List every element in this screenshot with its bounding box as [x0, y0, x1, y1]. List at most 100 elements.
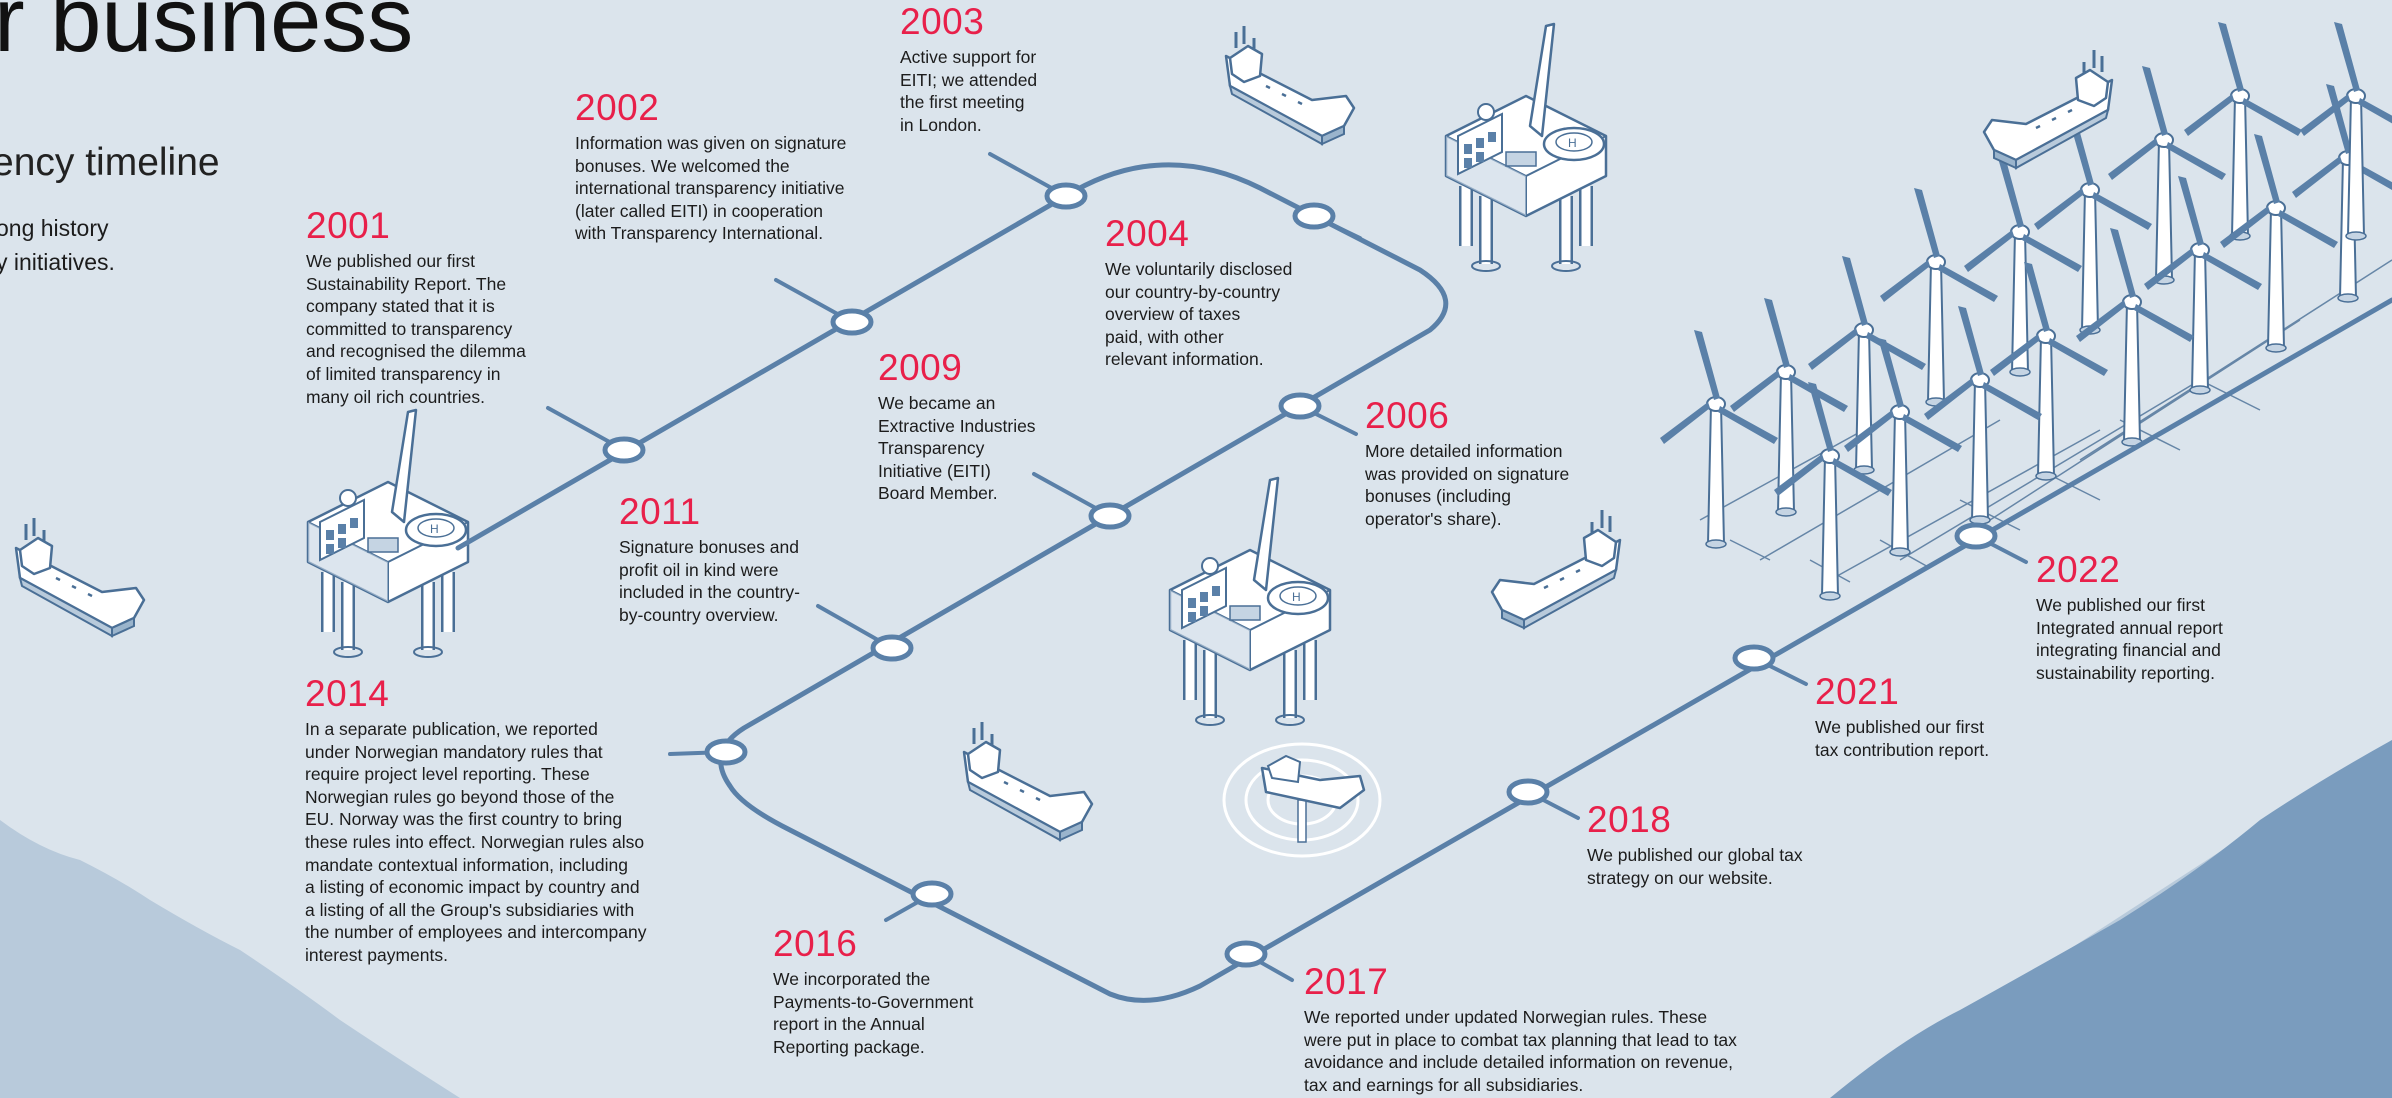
milestone-line: More detailed information	[1365, 441, 1563, 461]
supply-ship-icon	[1224, 24, 1356, 146]
milestone-line: a listing of economic impact by country …	[305, 877, 640, 898]
milestone-line: avoidance and include detailed informati…	[1304, 1052, 1734, 1073]
milestone-year: 2004	[1105, 213, 1190, 254]
milestone-year: 2001	[306, 205, 391, 246]
page-title: r business	[0, 0, 414, 71]
milestone-year: 2022	[2036, 549, 2121, 590]
milestone-line: Transparency	[878, 438, 985, 459]
milestone-line: We voluntarily disclosed	[1105, 259, 1293, 279]
milestone-line: Initiative (EITI)	[878, 460, 991, 481]
milestone-node-2017	[1224, 940, 1268, 968]
milestone-year: 2009	[878, 347, 963, 388]
milestone-line: We published our global tax	[1587, 845, 1803, 865]
intro-text: y initiatives.	[0, 249, 115, 275]
milestone-year: 2021	[1815, 671, 1900, 712]
milestone-line: many oil rich countries.	[306, 386, 485, 407]
milestone-line: Extractive Industries	[878, 415, 1036, 436]
milestone-node-2006	[1278, 392, 1322, 420]
milestone-node-2011	[870, 634, 914, 662]
milestone-line: Board Member.	[878, 483, 998, 504]
milestone-line: was provided on signature	[1365, 463, 1570, 484]
milestone-line: bonuses (including	[1365, 486, 1511, 507]
milestone-node-2001	[602, 436, 646, 464]
milestone-description: We incorporated the Payments-to-Governme…	[773, 968, 973, 1058]
milestone-line: relevant information.	[1105, 349, 1264, 370]
milestone-node-2018	[1506, 778, 1550, 806]
milestone-nodes	[602, 182, 1998, 968]
milestone-year: 2014	[305, 673, 390, 714]
milestone-line: company stated that it is	[306, 296, 495, 317]
milestone-description: We published our first Sustainability Re…	[306, 250, 526, 408]
milestone-line: overview of taxes	[1105, 304, 1241, 325]
milestone-line: strategy on our website.	[1587, 867, 1773, 888]
milestone-line: require project level reporting. These	[305, 764, 590, 785]
milestone-year: 2006	[1365, 395, 1450, 436]
milestone-line: and recognised the dilemma	[306, 341, 526, 362]
milestone-line: a listing of all the Group's subsidiarie…	[305, 899, 635, 920]
offshore-platform-icon	[308, 410, 468, 657]
supply-ship-icon	[14, 516, 146, 638]
milestone-line: We published our first	[1815, 717, 1984, 737]
milestone-description: We voluntarily disclosed our country-by-…	[1105, 258, 1292, 371]
milestone-line: operator's share).	[1365, 508, 1502, 529]
milestone-line: Sustainability Report. The	[306, 273, 507, 294]
milestone-line: Active support for	[900, 47, 1037, 67]
milestone-line: Integrated annual report	[2036, 617, 2223, 638]
milestone-line: Reporting package.	[773, 1036, 925, 1057]
milestone-line: sustainability reporting.	[2036, 662, 2215, 683]
milestone-line: international transparency initiative	[575, 178, 845, 199]
milestone-line: the first meeting	[900, 92, 1025, 113]
milestone-node-2002	[830, 308, 874, 336]
wind-turbine-icon	[1659, 329, 1779, 549]
coast-right-dark	[1830, 740, 2392, 1098]
milestone-year: 2002	[575, 87, 660, 128]
wind-turbine-icon	[1963, 157, 2083, 377]
milestone-line: We reported under updated Norwegian rule…	[1304, 1007, 1708, 1027]
milestone-line: We became an	[878, 393, 996, 413]
milestone-line: tax contribution report.	[1815, 739, 1990, 760]
milestone-description: More detailed information was provided o…	[1365, 440, 1569, 530]
milestone-node-2016	[910, 880, 954, 908]
milestone-line: EITI; we attended	[900, 69, 1038, 90]
milestone-description: In a separate publication, we reported u…	[305, 718, 646, 967]
milestone-line: We incorporated the	[773, 969, 931, 989]
milestone-line: tax and earnings for all subsidiaries.	[1304, 1074, 1584, 1095]
milestone-description: We published our global tax strategy on …	[1587, 844, 1803, 889]
milestone-description: Active support for EITI; we attended the…	[900, 46, 1037, 136]
milestone-line: Information was given on signature	[575, 133, 847, 153]
offshore-platform-icon	[1170, 478, 1330, 725]
milestone-line: report in the Annual	[773, 1014, 925, 1035]
ship-on-target-icon	[1222, 742, 1382, 858]
milestone-line: interest payments.	[305, 944, 448, 965]
milestone-description: Information was given on signature bonus…	[575, 132, 846, 245]
milestone-description: Signature bonuses and profit oil in kind…	[619, 536, 800, 626]
milestone-year: 2017	[1304, 961, 1389, 1002]
milestone-node-2003	[1044, 182, 1088, 210]
page-subtitle: ency timeline	[0, 141, 220, 184]
milestone-node-2022	[1954, 522, 1998, 550]
milestone-line: Signature bonuses and	[619, 537, 799, 557]
milestone-line: bonuses. We welcomed the	[575, 155, 790, 176]
milestone-description: We reported under updated Norwegian rule…	[1304, 1006, 1737, 1096]
milestone-line: with Transparency International.	[575, 223, 824, 244]
milestone-node-2009	[1088, 502, 1132, 530]
milestone-line: EU. Norway was the first country to brin…	[305, 809, 623, 830]
milestone-line: were put in place to combat tax planning…	[1304, 1029, 1737, 1050]
milestone-line: In a separate publication, we reported	[305, 719, 598, 739]
milestone-line: Payments-to-Government	[773, 991, 974, 1012]
milestone-line: mandate contextual information, includin…	[305, 854, 628, 875]
milestone-line: committed to transparency	[306, 318, 513, 339]
milestone-line: We published our first	[306, 251, 475, 271]
milestone-line: included in the country-	[619, 582, 800, 603]
milestone-line: our country-by-country	[1105, 281, 1281, 302]
milestone-node-2014	[704, 738, 748, 766]
milestone-year: 2018	[1587, 799, 1672, 840]
milestone-line: these rules into effect. Norwegian rules…	[305, 831, 645, 852]
milestone-year: 2016	[773, 923, 858, 964]
milestone-line: by-country overview.	[619, 604, 779, 625]
milestone-line: under Norwegian mandatory rules that	[305, 741, 603, 762]
milestone-year: 2003	[900, 1, 985, 42]
milestone-description: We became an Extractive Industries Trans…	[878, 392, 1036, 505]
offshore-platform-icon	[1446, 24, 1606, 271]
